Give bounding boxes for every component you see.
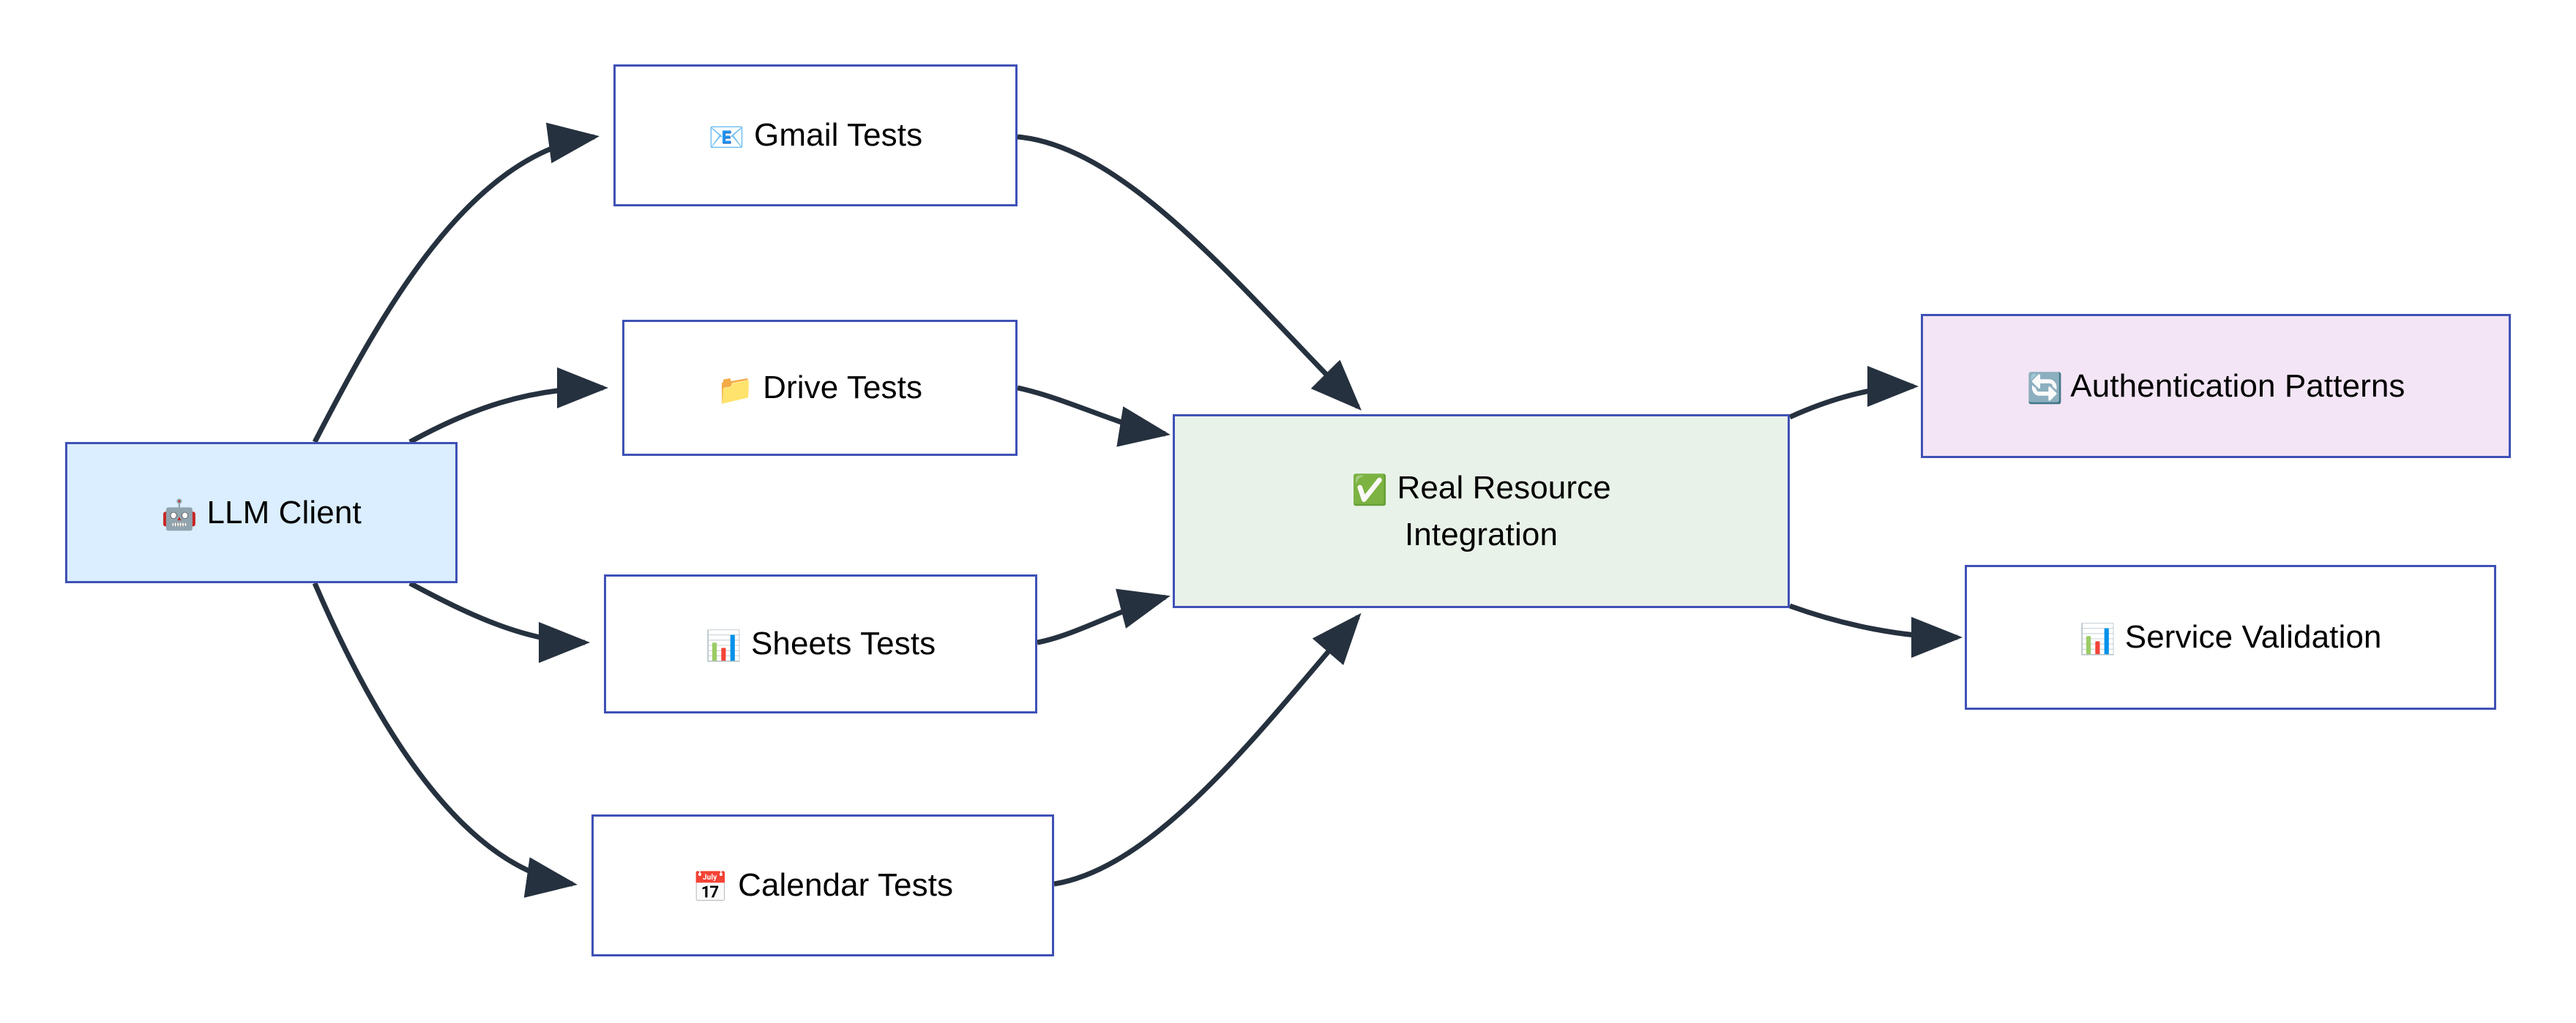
node-real-resource-integration-text: Real Resource Integration xyxy=(1397,469,1611,552)
edge-real-resource-to-auth-patterns xyxy=(1788,366,1919,420)
check-mark-button-icon: ✅ xyxy=(1351,473,1389,507)
node-llm-client-text: LLM Client xyxy=(206,494,362,531)
node-real-resource-integration-label: ✅ Real Resource Integration xyxy=(1344,465,1619,558)
edge-llm-client-to-gmail-tests xyxy=(312,122,600,443)
node-gmail-tests[interactable]: 📧 Gmail Tests xyxy=(613,64,1018,206)
bar-chart-icon: 📊 xyxy=(705,629,742,663)
node-authentication-patterns-label: 🔄 Authentication Patterns xyxy=(2019,363,2412,410)
edge-llm-client-to-sheets-tests xyxy=(408,580,590,663)
calendar-icon: 📅 xyxy=(692,871,729,904)
node-drive-tests[interactable]: 📁 Drive Tests xyxy=(622,320,1018,456)
edge-calendar-tests-to-real-resource xyxy=(1053,612,1362,887)
node-drive-tests-label: 📁 Drive Tests xyxy=(710,364,930,411)
edge-real-resource-to-service-validation xyxy=(1788,603,1963,658)
node-llm-client-label: 🤖 LLM Client xyxy=(154,490,369,536)
bar-chart-icon: 📊 xyxy=(2079,623,2116,656)
folder-icon: 📁 xyxy=(717,373,754,407)
counterclockwise-arrows-icon: 🔄 xyxy=(2026,371,2064,405)
node-authentication-patterns[interactable]: 🔄 Authentication Patterns xyxy=(1921,314,2511,458)
node-llm-client[interactable]: 🤖 LLM Client xyxy=(65,442,458,583)
edge-llm-client-to-calendar-tests xyxy=(312,582,578,898)
node-gmail-tests-text: Gmail Tests xyxy=(754,117,923,153)
node-drive-tests-text: Drive Tests xyxy=(763,370,923,405)
edge-llm-client-to-drive-tests xyxy=(408,367,608,445)
email-icon: 📧 xyxy=(708,121,745,154)
node-authentication-patterns-text: Authentication Patterns xyxy=(2070,367,2405,404)
edge-gmail-tests-to-real-resource xyxy=(1017,134,1362,411)
node-service-validation-text: Service Validation xyxy=(2124,619,2382,655)
node-calendar-tests-label: 📅 Calendar Tests xyxy=(685,862,960,909)
node-service-validation[interactable]: 📊 Service Validation xyxy=(1965,565,2496,710)
node-sheets-tests[interactable]: 📊 Sheets Tests xyxy=(604,574,1037,713)
node-calendar-tests-text: Calendar Tests xyxy=(738,867,954,903)
edge-sheets-tests-to-real-resource xyxy=(1037,588,1171,645)
node-calendar-tests[interactable]: 📅 Calendar Tests xyxy=(591,814,1054,956)
node-gmail-tests-label: 📧 Gmail Tests xyxy=(701,112,930,159)
node-sheets-tests-text: Sheets Tests xyxy=(750,626,936,662)
node-service-validation-label: 📊 Service Validation xyxy=(2072,614,2389,661)
node-sheets-tests-label: 📊 Sheets Tests xyxy=(698,621,944,667)
node-real-resource-integration[interactable]: ✅ Real Resource Integration xyxy=(1173,414,1790,608)
edge-drive-tests-to-real-resource xyxy=(1017,385,1171,447)
robot-icon: 🤖 xyxy=(161,498,198,532)
